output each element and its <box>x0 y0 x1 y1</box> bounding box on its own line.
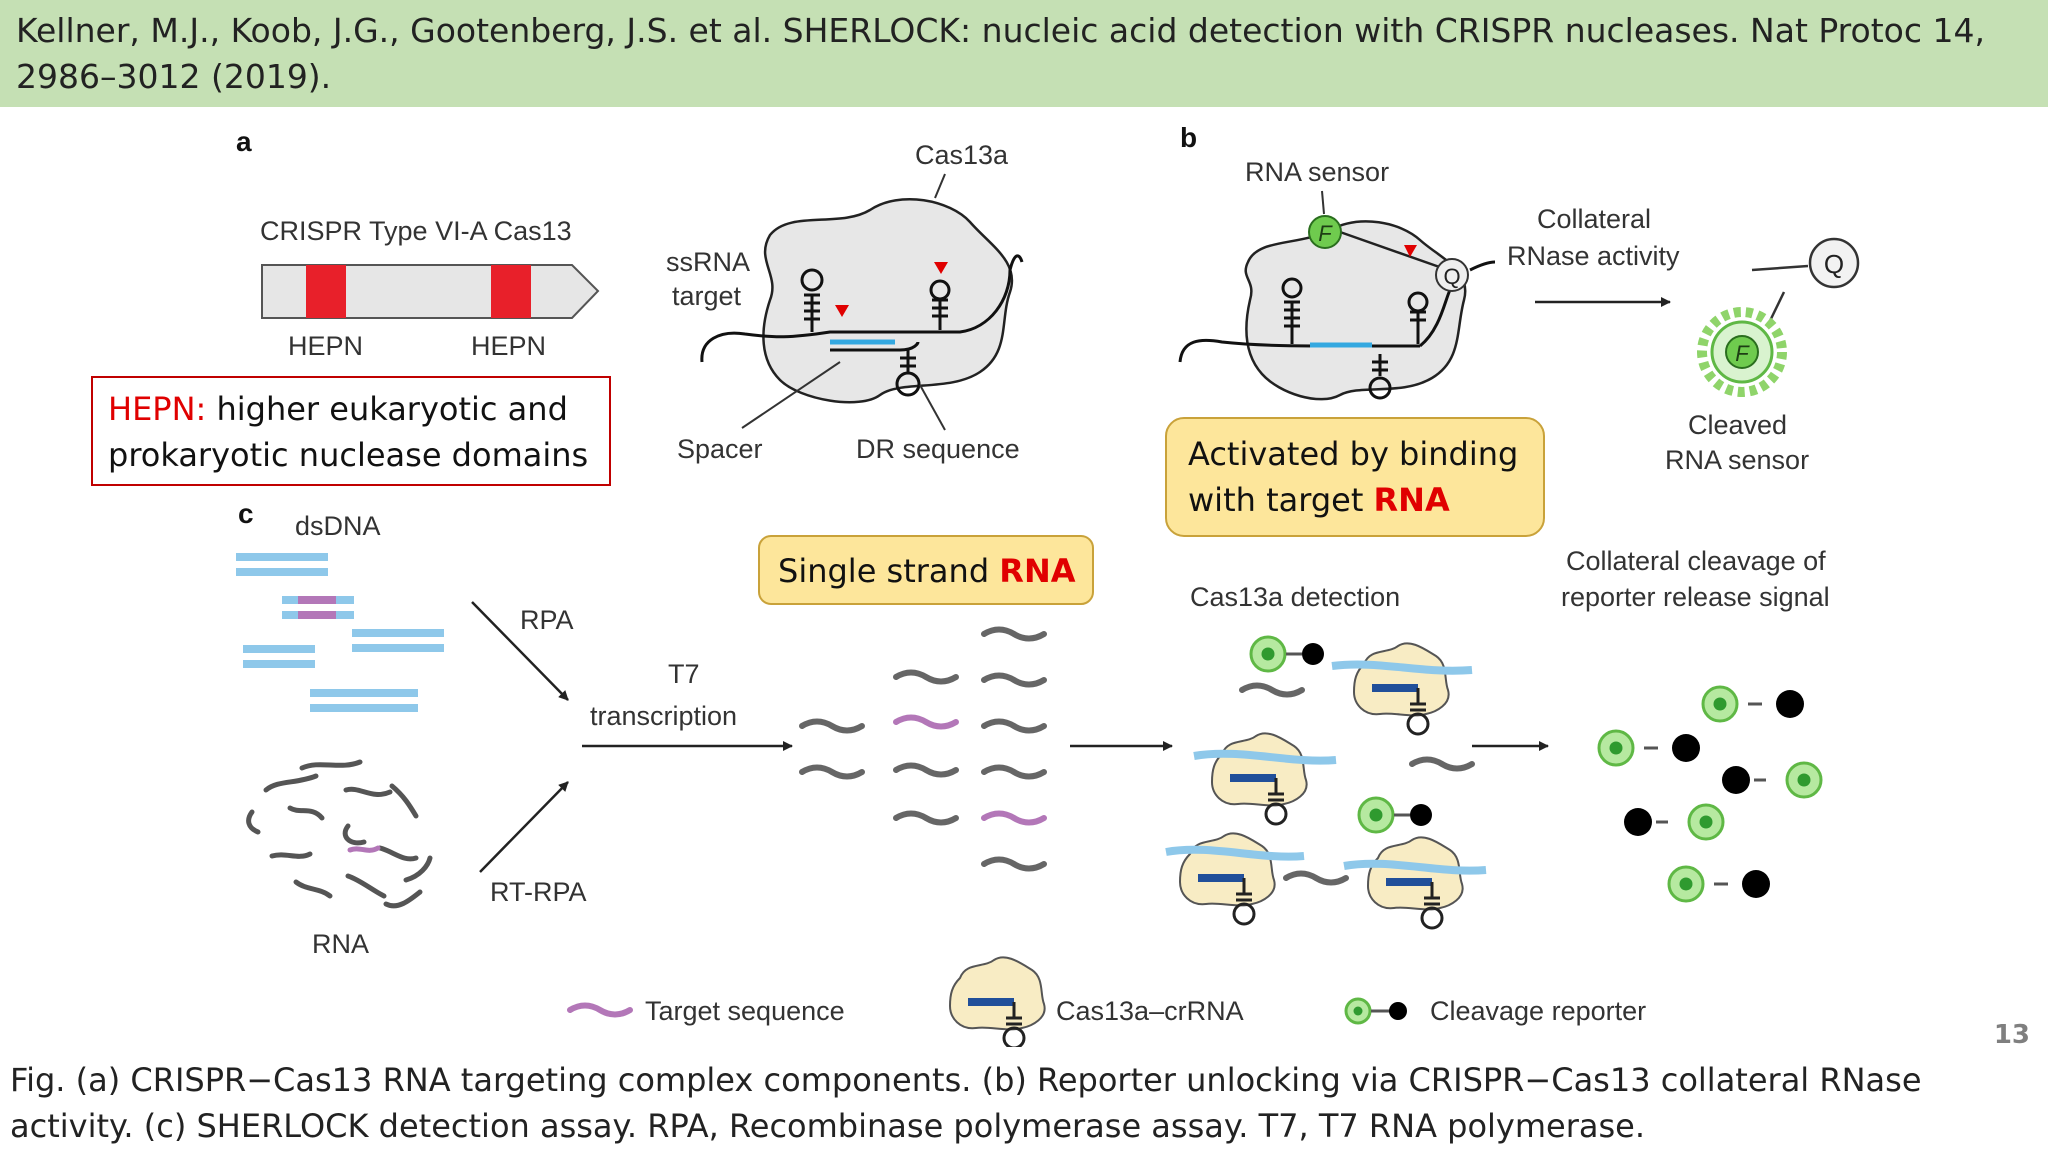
ssrna-label-2: target <box>672 281 742 311</box>
hepn-right-label: HEPN <box>471 331 546 361</box>
collateral-cleavage-label-2: reporter release signal <box>1561 582 1830 612</box>
collateral-label-1: Collateral <box>1537 204 1651 234</box>
rpa-arrow <box>471 601 569 701</box>
hepn-term: HEPN: <box>108 390 206 428</box>
free-quencher-q-icon <box>1808 237 1860 289</box>
released-signal-reporters <box>1597 685 1823 903</box>
hepn-def-line1: higher eukaryotic and <box>206 390 568 428</box>
rpa-label: RPA <box>520 605 574 635</box>
activated-line1: Activated by binding <box>1188 435 1518 473</box>
citation-text: Kellner, M.J., Koob, J.G., Gootenberg, J… <box>16 11 1985 96</box>
citation-banner: Kellner, M.J., Koob, J.G., Gootenberg, J… <box>0 0 2048 107</box>
cleaved-fluorophore-f-icon: F <box>1697 307 1787 397</box>
spacer-label: Spacer <box>677 434 763 464</box>
svg-text:F: F <box>1735 341 1750 366</box>
legend-target-label: Target sequence <box>645 996 845 1026</box>
svg-text:with target RNA: with target RNA <box>1188 481 1450 519</box>
panel-c-label: c <box>238 498 254 529</box>
legend-reporter-label: Cleavage reporter <box>1430 996 1646 1026</box>
quencher-q-icon <box>1435 258 1469 292</box>
panel-b-label: b <box>1180 122 1197 153</box>
rt-rpa-arrow <box>479 781 569 873</box>
t7-label: T7 <box>668 659 700 689</box>
svg-text:Single strand RNA: Single strand RNA <box>778 552 1076 590</box>
cas13a-detection-label: Cas13a detection <box>1190 582 1400 612</box>
svg-text:Q: Q <box>1824 249 1844 279</box>
activated-cas13a-protein <box>1244 220 1467 401</box>
gene-title: CRISPR Type VI-A Cas13 <box>260 216 572 246</box>
activated-callout: Activated by binding with target RNA <box>1165 417 1545 537</box>
cleaved-label-2: RNA sensor <box>1665 445 1809 475</box>
cas13a-label: Cas13a <box>915 140 1009 170</box>
transcribed-rna-array <box>799 626 1047 872</box>
single-strand-rna-callout: Single strand RNA <box>758 535 1094 605</box>
single-strand-text: Single strand <box>778 552 999 590</box>
dsdna-fragments <box>236 553 444 712</box>
fluorophore-f-icon <box>1308 215 1342 249</box>
rna-tangle <box>246 759 433 909</box>
ssrna-target-strand <box>700 254 1024 363</box>
single-strand-rna: RNA <box>999 552 1075 590</box>
fluorophore-letter: F <box>1318 221 1333 246</box>
legend-cas13a-label: Cas13a–crRNA <box>1056 996 1244 1026</box>
activated-rna: RNA <box>1374 481 1450 519</box>
cleaved-label-1: Cleaved <box>1688 410 1787 440</box>
legend-reporter-icon <box>1344 997 1407 1025</box>
quencher-letter: Q <box>1443 264 1460 289</box>
figure-caption: Fig. (a) CRISPR−Cas13 RNA targeting comp… <box>10 1061 1922 1145</box>
rna-sensor-label: RNA sensor <box>1245 157 1389 187</box>
legend-target-swatch <box>567 1002 633 1018</box>
legend-cas13a-icon <box>948 955 1047 1047</box>
hepn-def-line2: prokaryotic nuclease domains <box>108 436 588 474</box>
page-number: 13 <box>1993 1020 2030 1050</box>
rt-rpa-label: RT-RPA <box>490 877 587 907</box>
collateral-cleavage-label-1: Collateral cleavage of <box>1566 546 1826 576</box>
collateral-label-2: RNase activity <box>1507 241 1680 271</box>
activated-line2: with target <box>1188 481 1374 519</box>
transcription-label: transcription <box>590 701 737 731</box>
hepn-domain-right <box>491 265 531 318</box>
panel-a-label: a <box>236 126 252 157</box>
ssrna-label-1: ssRNA <box>666 247 750 277</box>
sherlock-figure: a CRISPR Type VI-A Cas13 HEPN HEPN HEPN:… <box>91 122 1860 1047</box>
cas13a-protein <box>762 197 1014 404</box>
svg-text:HEPN: higher eukaryotic and: HEPN: higher eukaryotic and <box>108 390 568 428</box>
detection-complexes <box>1165 635 1487 930</box>
hepn-domain-left <box>306 265 346 318</box>
dr-sequence-label: DR sequence <box>856 434 1020 464</box>
hepn-definition-box: HEPN: higher eukaryotic and prokaryotic … <box>91 376 611 486</box>
dsdna-label: dsDNA <box>295 511 381 541</box>
rna-label: RNA <box>312 929 369 959</box>
hepn-left-label: HEPN <box>288 331 363 361</box>
